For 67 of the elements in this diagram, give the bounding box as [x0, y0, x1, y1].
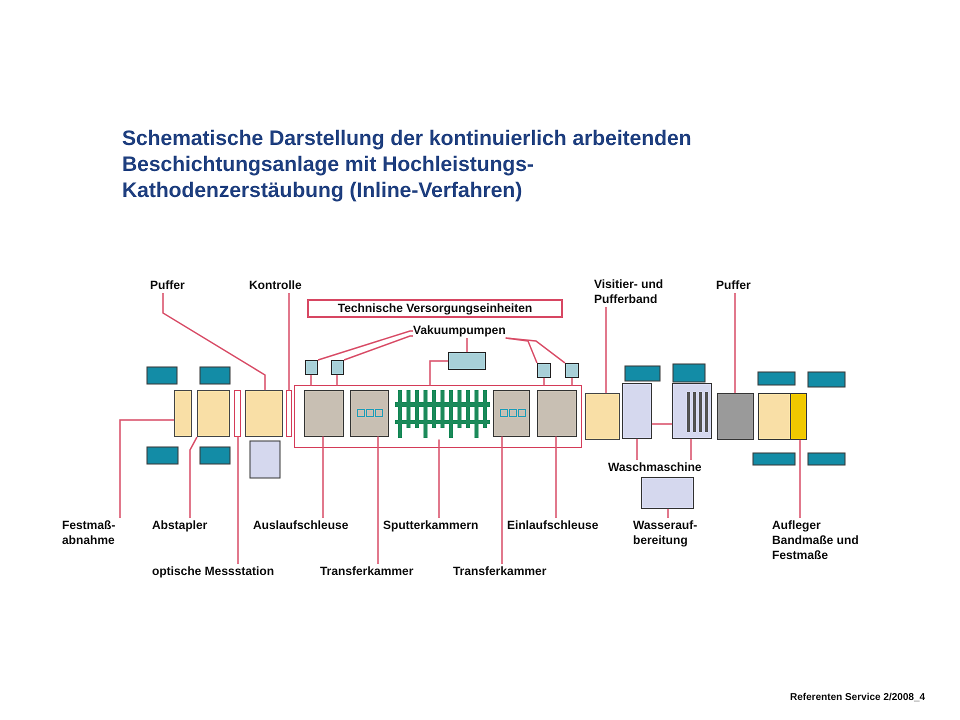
- leader-line: [690, 439, 692, 460]
- loader-box: [758, 393, 807, 440]
- station-box: [174, 390, 192, 437]
- washing-machine-box: [622, 383, 652, 439]
- vacuum-pump-box: [537, 363, 551, 378]
- station-box: [245, 390, 283, 437]
- leader-line: [162, 293, 266, 390]
- part-label: Wasserauf- bereitung: [633, 518, 713, 548]
- vacuum-section-frame: [294, 385, 582, 448]
- vacuum-pump-box: [448, 352, 486, 370]
- leader-line: [506, 337, 566, 364]
- leader-line: [799, 440, 801, 518]
- vacuum-pump-box: [305, 360, 318, 375]
- transfer-chamber-box: [350, 390, 388, 436]
- pipe-line: [429, 360, 448, 385]
- part-label: Kontrolle: [249, 278, 302, 293]
- leader-line: [322, 436, 324, 518]
- leader-line: [734, 293, 736, 393]
- station-strip: [286, 390, 292, 437]
- part-label: Abstapler: [152, 518, 208, 533]
- part-label: Waschmaschine: [608, 460, 702, 475]
- leader-line: [438, 440, 440, 518]
- pipe-line: [310, 375, 312, 385]
- buffer-box: [717, 393, 754, 440]
- water-treatment-box: [641, 477, 694, 509]
- part-label: Visitier- und Pufferband: [594, 277, 706, 307]
- station-box: [197, 390, 230, 437]
- leader-line: [377, 436, 379, 564]
- slide-title: Schematische Darstellung der kontinuierlich arbeitenden Beschichtungsanlage mit Hochleistungs-Kathodenzerstäubung (Inline-Verfahren): [122, 126, 692, 204]
- leader-line: [237, 437, 239, 564]
- part-label: Puffer: [716, 278, 751, 293]
- part-label: Festmaß- abnahme: [62, 518, 124, 548]
- pipe-line: [336, 375, 338, 385]
- leader-line: [119, 419, 174, 518]
- pipe-line: [571, 378, 573, 385]
- part-label: Aufleger Bandmaße und Festmaße: [772, 518, 867, 563]
- leader-line: [189, 436, 198, 518]
- leader-line: [605, 307, 607, 393]
- chamber-box: [304, 390, 344, 436]
- leader-line: [667, 509, 669, 518]
- station-box: [585, 393, 620, 440]
- leader-line: [344, 335, 413, 361]
- part-label: optische Messstation: [152, 564, 274, 579]
- leader-line: [501, 436, 503, 564]
- station-strip: [234, 390, 241, 437]
- sputter-chamber-drawing: [394, 388, 490, 440]
- leader-line: [318, 330, 413, 361]
- part-label: Transferkammer: [320, 564, 414, 579]
- footer-note: Referenten Service 2/2008_4: [790, 691, 926, 705]
- part-label: Auslaufschleuse: [253, 518, 348, 533]
- leader-line: [466, 338, 468, 352]
- leader-line: [636, 439, 638, 460]
- leader-line: [555, 436, 557, 518]
- part-label: Vakuumpumpen: [413, 323, 506, 338]
- transfer-chamber-box: [492, 390, 530, 436]
- chamber-box: [536, 390, 576, 436]
- pipe-line: [543, 378, 545, 385]
- label-box: Technische Versorgungseinheiten: [307, 299, 563, 318]
- part-label: Puffer: [150, 278, 185, 293]
- part-label: Sputterkammern: [383, 518, 478, 533]
- vacuum-pump-box: [565, 363, 579, 378]
- washing-machine-box: [672, 383, 712, 439]
- part-label: Transferkammer: [453, 564, 546, 579]
- leader-line: [288, 293, 290, 390]
- part-label: Einlaufschleuse: [507, 518, 598, 533]
- vacuum-pump-box: [331, 360, 344, 375]
- pipe-line: [652, 423, 672, 425]
